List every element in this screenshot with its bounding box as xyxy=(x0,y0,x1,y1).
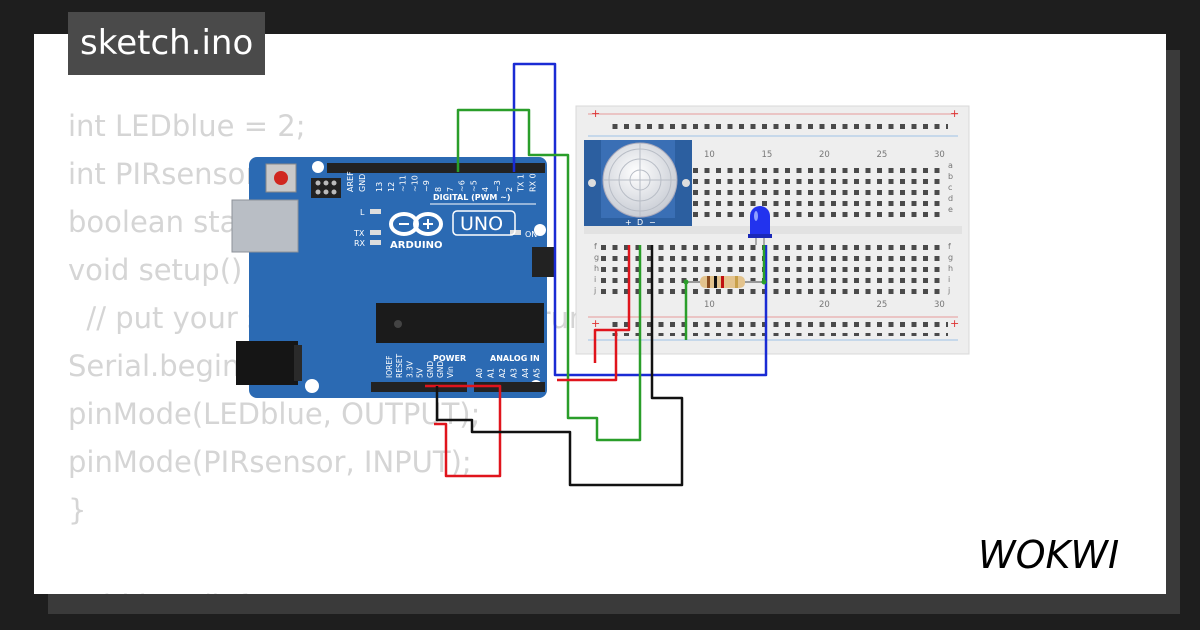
breadboard-row-letter: a xyxy=(948,161,953,170)
breadboard-row-letter: i xyxy=(594,275,596,284)
breadboard-row-letter: f xyxy=(594,242,597,251)
breadboard-row-letter: j xyxy=(593,286,596,295)
digital-pin-label: RX 0 xyxy=(528,173,537,192)
power-header[interactable] xyxy=(371,382,467,392)
breadboard-row-letter: d xyxy=(948,194,953,203)
arduino-logo-icon xyxy=(389,212,443,236)
wire-red-to-pir xyxy=(557,245,631,382)
aref-label: AREF xyxy=(346,171,355,192)
code-line: void loop() { xyxy=(68,582,676,594)
breadboard-column-number: 15 xyxy=(762,150,773,160)
digital-pin-label: 4 xyxy=(481,187,490,192)
breadboard-row-letter: e xyxy=(948,205,953,214)
wire-blue-pin2-to-led xyxy=(512,62,768,377)
breadboard-column-number: 10 xyxy=(704,300,715,310)
digital-pin-label: ~11 xyxy=(399,175,408,192)
rail-plus-bottom: + xyxy=(591,317,600,330)
analog-pin-label: A0 xyxy=(475,368,484,378)
breadboard-column-number: 30 xyxy=(934,300,945,310)
wokwi-logo-text: WOKWI xyxy=(978,533,1119,577)
digital-pin-label: 7 xyxy=(446,187,455,192)
breadboard-row-letter: b xyxy=(948,172,953,181)
power-pin-label: GND xyxy=(426,361,435,378)
analog-header[interactable] xyxy=(474,382,545,392)
rail-plus-bottom-right: + xyxy=(950,317,959,330)
led-label-tx: TX xyxy=(353,229,365,238)
power-header-label: POWER xyxy=(433,354,466,363)
wires xyxy=(425,62,768,487)
power-pin-label: GND xyxy=(436,361,445,378)
gnd-label: GND xyxy=(358,174,367,192)
breadboard-row-letter: c xyxy=(948,183,952,192)
breadboard-column-number: 20 xyxy=(819,150,830,160)
analog-pin-label: A1 xyxy=(487,368,496,378)
atmega-chip xyxy=(376,303,544,343)
digital-pin-label: 2 xyxy=(505,187,514,192)
digital-pin-label: TX 1 xyxy=(517,174,526,193)
analog-header-label: ANALOG IN xyxy=(490,354,540,363)
on-label: ON xyxy=(525,230,537,239)
breadboard-row-letter: h xyxy=(948,264,953,273)
code-line: } xyxy=(68,493,87,527)
analog-pin-label: A2 xyxy=(498,368,507,378)
pir-motion-sensor[interactable]: + D − xyxy=(584,140,692,227)
pir-pin-gnd-label: − xyxy=(649,218,656,227)
code-line: int LEDblue = 2; xyxy=(68,109,306,143)
pir-pin-data-label: D xyxy=(637,218,643,227)
resistor[interactable] xyxy=(686,276,764,288)
power-pin-label: IOREF xyxy=(385,356,394,378)
wire-black-gnd-to-pir xyxy=(435,245,684,487)
digital-header[interactable] xyxy=(327,163,545,173)
blue-led[interactable] xyxy=(748,206,772,245)
analog-pin-label: A4 xyxy=(521,368,530,378)
digital-pin-label: ~3 xyxy=(493,180,502,192)
wire-green-pin7-to-pir-data xyxy=(456,108,642,442)
power-pin-label: RESET xyxy=(395,354,404,378)
breadboard-column-number: 25 xyxy=(877,300,888,310)
led-label-rx: RX xyxy=(354,239,366,248)
breadboard-row-letter: f xyxy=(948,242,951,251)
digital-pin-label: 8 xyxy=(434,187,443,192)
file-tab[interactable]: sketch.ino xyxy=(68,12,266,75)
breadboard-row-letter: i xyxy=(948,275,950,284)
reset-button[interactable] xyxy=(274,171,288,185)
breadboard-column-number: 25 xyxy=(877,150,888,160)
digital-pin-label: ~6 xyxy=(458,180,467,192)
led-label-l: L xyxy=(360,208,365,217)
breadboard-row-letter: h xyxy=(594,264,599,273)
digital-pin-label: ~10 xyxy=(410,175,419,192)
breadboard-column-number: 10 xyxy=(704,150,715,160)
breadboard-row-letter: g xyxy=(948,253,953,262)
wire-red-main xyxy=(425,384,502,478)
board-model-label: UNO xyxy=(460,213,503,235)
digital-header-label: DIGITAL (PWM ~) xyxy=(433,193,511,202)
code-line: pinMode(PIRsensor, INPUT); xyxy=(68,445,472,479)
breadboard-column-number: 30 xyxy=(934,150,945,160)
analog-pin-label: A3 xyxy=(510,368,519,378)
digital-pin-label: 12 xyxy=(387,182,396,192)
code-line: pinMode(LEDblue, OUTPUT); xyxy=(68,397,481,431)
rail-plus-top: + xyxy=(591,107,600,120)
pir-pin-vcc-label: + xyxy=(625,218,632,227)
brand-label: ARDUINO xyxy=(390,240,442,251)
rail-plus-top-right: + xyxy=(950,107,959,120)
power-pin-label: 3.3V xyxy=(405,360,414,378)
breadboard-row-letter: g xyxy=(594,253,599,262)
breadboard-column-number: 20 xyxy=(819,300,830,310)
breadboard-row-letter: j xyxy=(947,286,950,295)
digital-pin-label: ~5 xyxy=(469,180,478,192)
power-pin-label: 5V xyxy=(416,367,425,378)
power-pin-label: Vin xyxy=(446,366,455,378)
digital-pin-label: 13 xyxy=(375,182,384,192)
analog-pin-label: A5 xyxy=(533,368,542,378)
digital-pin-label: ~9 xyxy=(422,180,431,192)
wokwi-logo: WOKWI xyxy=(978,533,1119,577)
